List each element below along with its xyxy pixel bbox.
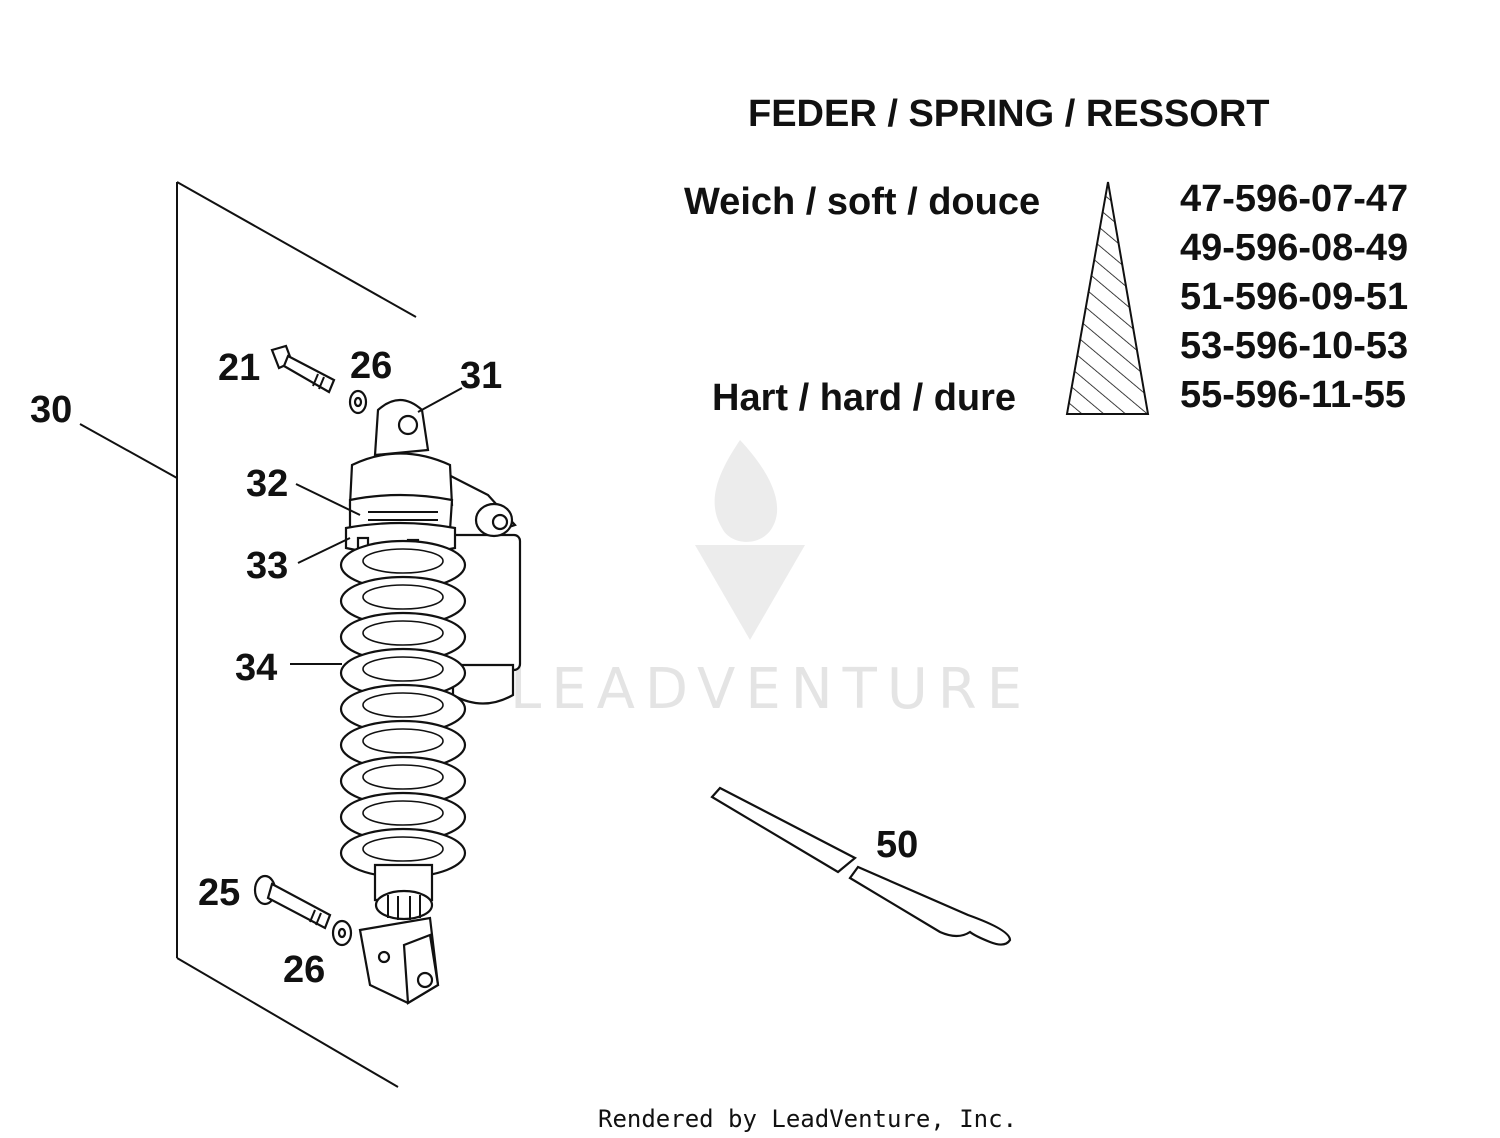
washer-26-bottom	[331, 919, 353, 947]
spring-spec: FEDER / SPRING / RESSORT Weich / soft / …	[684, 93, 1408, 419]
watermark-text: LEADVENTURE	[510, 657, 1032, 722]
spanner-wrench-50	[710, 786, 1012, 946]
callout-25: 25	[198, 872, 240, 914]
spring-coil-inner	[362, 656, 444, 682]
hardness-wedge	[1065, 181, 1150, 415]
callout-26-bottom: 26	[283, 949, 325, 991]
spec-part-number: 47-596-07-47	[1180, 178, 1408, 220]
spring-coil-inner	[362, 620, 444, 646]
watermark: LEADVENTURE	[510, 440, 1032, 722]
callout-32: 32	[246, 463, 288, 505]
footer-credit: Rendered by LeadVenture, Inc.	[598, 1105, 1017, 1133]
spring-coil-inner	[362, 836, 444, 862]
spring-coil-inner	[362, 692, 444, 718]
callout-21: 21	[218, 347, 260, 389]
spec-hard-label: Hart / hard / dure	[712, 377, 1016, 419]
spring-coil-inner	[362, 800, 444, 826]
spec-part-number: 51-596-09-51	[1180, 276, 1408, 318]
spec-title: FEDER / SPRING / RESSORT	[748, 93, 1270, 135]
callouts: 30 21 26 31 32 33 34 25 26 50	[30, 345, 918, 991]
spec-part-number: 53-596-10-53	[1180, 325, 1408, 367]
lower-clevis	[358, 863, 440, 1005]
spec-soft-label: Weich / soft / douce	[684, 181, 1040, 223]
spring-34	[339, 539, 467, 879]
callout-34: 34	[235, 647, 277, 689]
callout-50: 50	[876, 824, 918, 866]
leader-lines	[290, 387, 463, 665]
spring-coil-inner	[362, 584, 444, 610]
shock-absorber	[344, 398, 522, 705]
washer-26-top	[348, 389, 368, 415]
callout-31: 31	[460, 355, 502, 397]
callout-33: 33	[246, 545, 288, 587]
spring-coil-inner	[362, 548, 444, 574]
spec-part-number: 49-596-08-49	[1180, 227, 1408, 269]
callout-26-top: 26	[350, 345, 392, 387]
spring-coil-inner	[362, 728, 444, 754]
spec-part-number: 55-596-11-55	[1180, 374, 1406, 416]
assembly-bracket	[79, 181, 417, 1088]
flame-logo-icon	[714, 440, 778, 542]
bolt-21	[270, 344, 336, 394]
bolt-25	[253, 874, 332, 930]
callout-30: 30	[30, 389, 72, 431]
v-logo-icon	[695, 545, 805, 640]
spec-part-number-list: 47-596-07-47 49-596-08-49 51-596-09-51 53-5…	[1180, 178, 1408, 416]
spring-coil-inner	[362, 764, 444, 790]
